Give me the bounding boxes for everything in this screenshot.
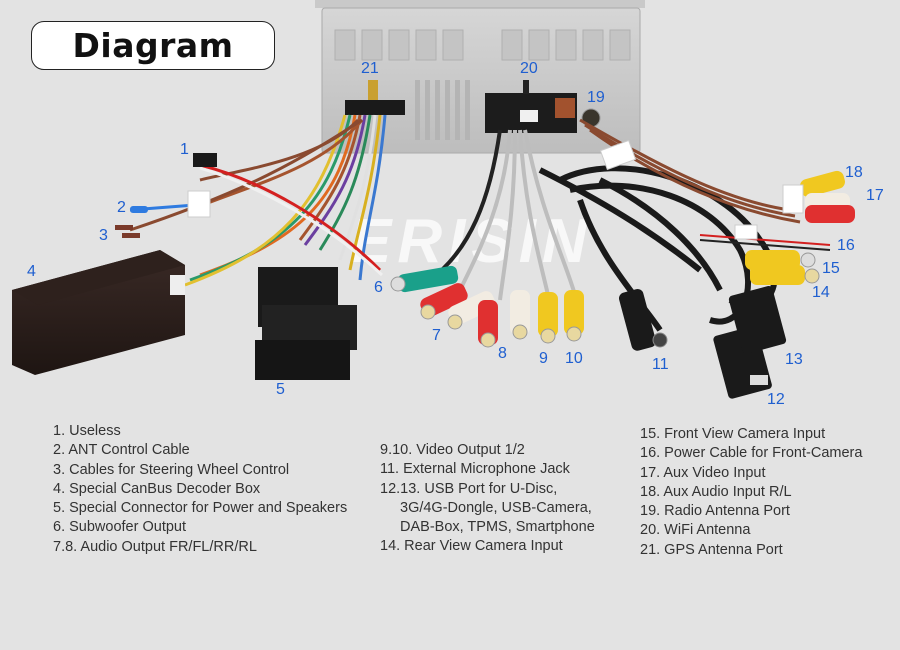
callout-16: 16 [837,237,855,254]
callout-17: 17 [866,187,884,204]
iso-power-speaker-connector [255,267,357,380]
callout-15: 15 [822,260,840,277]
title-badge: Diagram [31,21,275,70]
callout-1: 1 [180,141,189,158]
callout-14: 14 [812,284,830,301]
callout-20: 20 [520,60,538,77]
legend-column-2: 9.10. Video Output 1/2 11. External Micr… [380,441,595,557]
useless-connector [193,153,217,167]
legend-item: 19. Radio Antenna Port [640,503,790,520]
callout-8: 8 [498,345,507,362]
callout-2: 2 [117,199,126,216]
callout-18: 18 [845,164,863,181]
legend-item: 17. Aux Video Input [640,464,766,481]
legend-item: 14. Rear View Camera Input [380,538,563,555]
callout-4: 4 [27,263,36,280]
legend-item: 4. Special CanBus Decoder Box [53,480,261,497]
callout-21: 21 [361,60,379,77]
legend-item: 15. Front View Camera Input [640,426,826,442]
legend-item: 18. Aux Audio Input R/L [640,483,792,500]
legend-item: 6. Subwoofer Output [53,519,186,536]
legend-item: 16. Power Cable for Front-Camera [640,445,863,462]
callout-3: 3 [99,227,108,244]
page-title: Diagram [72,26,234,65]
callout-6: 6 [374,279,383,296]
wiring-harness-illustration: ERISIN [12,0,855,399]
legend-item: 12.13. USB Port for U-Disc, [380,480,558,497]
legend-column-1: 1. Useless 2. ANT Control Cable 3. Cable… [53,422,347,557]
callout-12: 12 [767,391,785,408]
legend-item: 5. Special Connector for Power and Speak… [53,500,348,517]
legend-item: 7.8. Audio Output FR/FL/RR/RL [53,538,257,555]
callout-19: 19 [587,89,605,106]
legend-item: 11. External Microphone Jack [380,461,570,478]
canbus-decoder-box [12,250,185,375]
callout-7: 7 [432,327,441,344]
legend-item-continuation: DAB-Box, TPMS, Smartphone [400,519,595,536]
callout-13: 13 [785,351,803,368]
legend-column-3: 15. Front View Camera Input 16. Power Ca… [640,425,862,560]
legend-item: 9.10. Video Output 1/2 [380,442,525,458]
legend-item-continuation: 3G/4G-Dongle, USB-Camera, [400,499,592,516]
callout-10: 10 [565,350,583,367]
legend-item: 1. Useless [53,423,121,439]
head-unit-chassis [315,0,645,154]
callout-9: 9 [539,350,548,367]
callout-11: 11 [652,356,669,373]
wire-bundle-left [129,114,387,287]
legend-item: 20. WiFi Antenna [640,522,751,539]
legend-item: 21. GPS Antenna Port [640,541,783,558]
legend-item: 3. Cables for Steering Wheel Control [53,461,290,478]
callout-5: 5 [276,381,285,398]
legend-item: 2. ANT Control Cable [53,442,190,459]
